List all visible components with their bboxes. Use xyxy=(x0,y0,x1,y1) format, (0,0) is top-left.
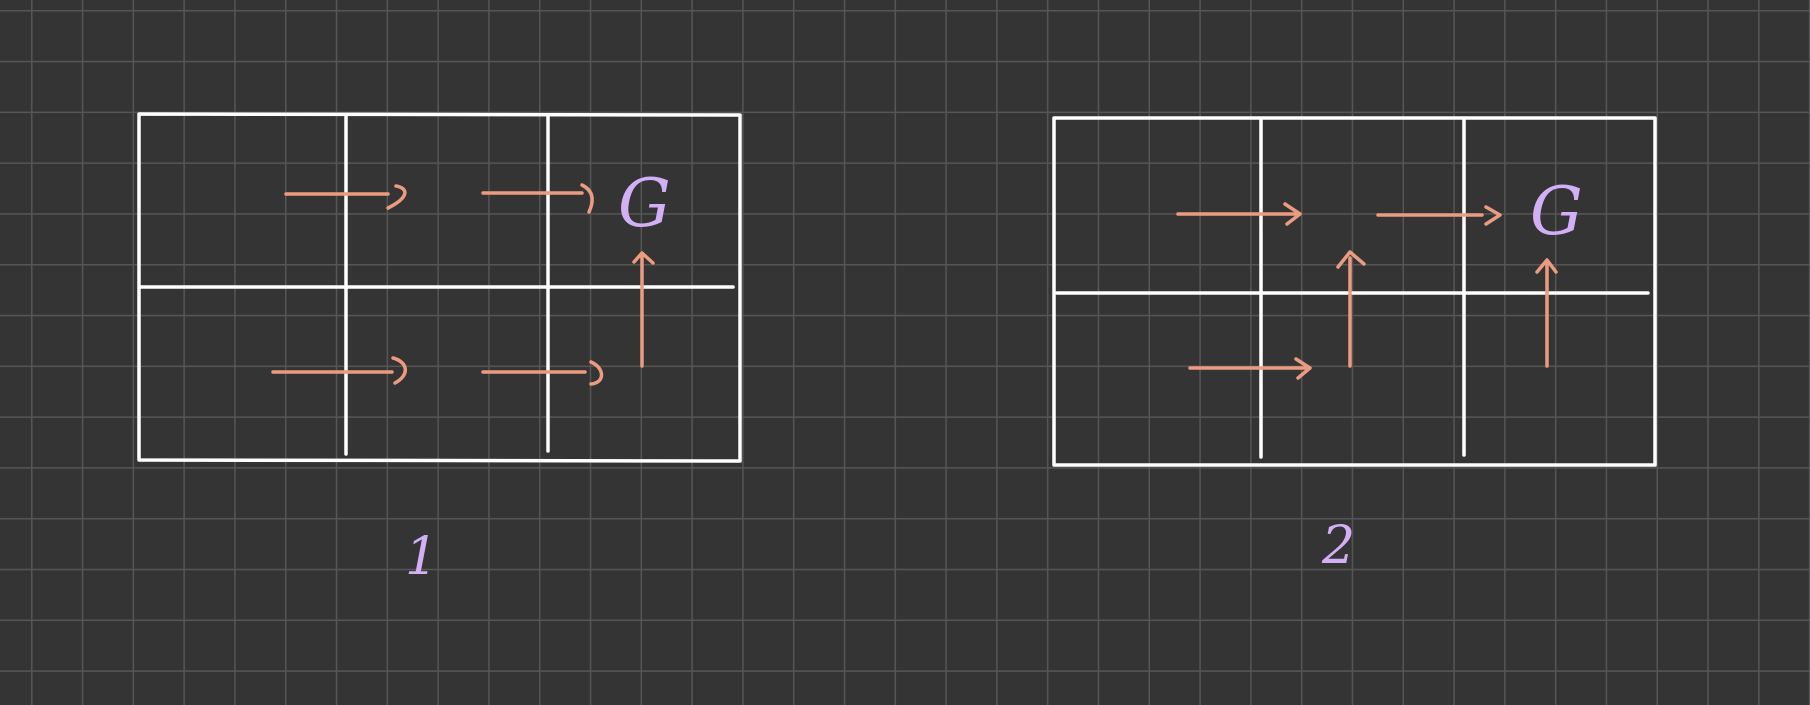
arrow-up-bottom-middle-cell xyxy=(1336,250,1366,368)
gridworld-2-frame xyxy=(1052,116,1657,467)
gridworld-1-caption: 1 xyxy=(405,527,438,587)
gridworld-1-policy-arrows xyxy=(271,183,655,386)
gridworld-2-caption: 2 xyxy=(1321,516,1355,576)
arrow-up-bottom-right-cell xyxy=(632,251,655,368)
gridworld-diagram-1: G 1 xyxy=(137,112,742,587)
arrow-right-bottom-left-cell xyxy=(271,356,407,385)
gridworld-2-policy-arrows xyxy=(1176,202,1558,380)
arrow-right-top-left-cell xyxy=(1176,202,1302,226)
arrow-right-top-middle-cell xyxy=(481,183,594,214)
arrow-right-bottom-left-cell xyxy=(1188,357,1312,380)
gridworld-1-frame xyxy=(137,112,742,463)
gridworld-diagram-2: G 2 xyxy=(1052,116,1657,576)
arrow-right-top-left-cell xyxy=(284,184,407,210)
arrow-right-top-middle-cell xyxy=(1376,205,1502,226)
gridworld-2-goal-label: G xyxy=(1530,173,1583,250)
arrow-up-bottom-right-cell xyxy=(1535,258,1558,368)
arrow-right-bottom-middle-cell xyxy=(481,360,604,386)
gridworld-1-goal-label: G xyxy=(618,165,671,242)
